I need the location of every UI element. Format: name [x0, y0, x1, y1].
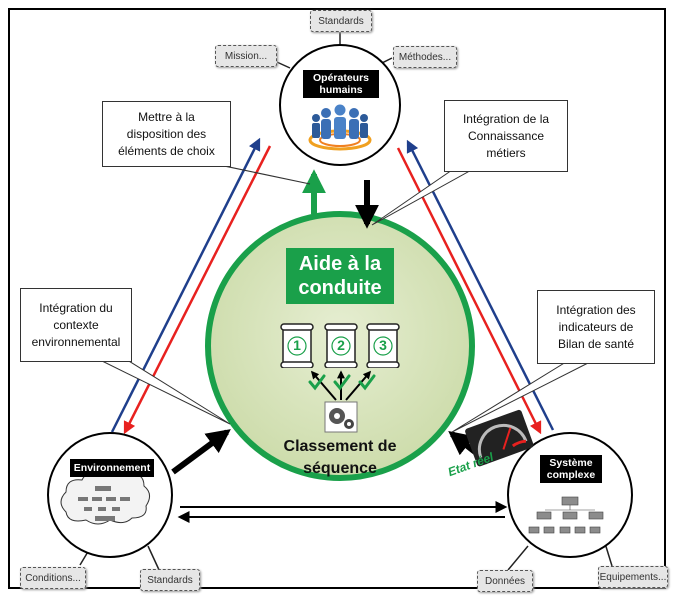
- system-label-line2: complexe: [546, 469, 596, 481]
- system-label: Système complexe: [540, 455, 602, 483]
- sequence-step-2: 2: [323, 322, 359, 369]
- check-icon: [333, 374, 351, 391]
- org-chart-icon: [528, 496, 604, 534]
- check-icon: [308, 374, 326, 391]
- title-line1: Aide à la: [298, 253, 382, 275]
- system-node-circle: [507, 432, 633, 558]
- sequence-step-3: 3: [365, 322, 401, 369]
- decision-support-title: Aide à la conduite: [286, 248, 394, 304]
- sequence-ranking-label: Classement de séquence: [270, 436, 410, 480]
- gears-icon: [324, 401, 358, 433]
- tag-methodes: Méthodes...: [393, 46, 457, 68]
- callout-line: Connaissance: [467, 128, 545, 143]
- operators-label-line1: Opérateurs: [312, 72, 370, 84]
- callout-line: Intégration des: [556, 302, 636, 317]
- tag-mission: Mission...: [215, 45, 277, 67]
- callout-line: contexte: [53, 317, 99, 332]
- callout-line: environnemental: [31, 334, 121, 349]
- tag-donnees: Données: [477, 570, 533, 592]
- callout-line: indicateurs de: [558, 319, 634, 334]
- checkmarks: [308, 374, 376, 391]
- system-label-line1: Système: [549, 457, 593, 469]
- ranking-line2: séquence: [303, 460, 377, 477]
- step-number: 3: [379, 337, 387, 353]
- ranking-line1: Classement de: [283, 438, 397, 455]
- tag-standards-bottom: Standards: [140, 569, 200, 591]
- environment-to-center-arrow: [171, 429, 231, 475]
- scroll-icon: [280, 323, 314, 369]
- blue-flow-line: [110, 137, 261, 433]
- sequence-step-1: 1: [279, 322, 315, 369]
- gauge-icon: [465, 409, 534, 467]
- title-line2: conduite: [298, 277, 382, 299]
- operators-label-line2: humains: [319, 84, 363, 96]
- callout-connaissance: Intégration de la Connaissance métiers: [444, 100, 568, 172]
- scroll-icon: [366, 323, 400, 369]
- callout-line: Intégration de la: [462, 111, 550, 126]
- tag-standards-top: Standards: [310, 10, 372, 32]
- environment-label: Environnement: [70, 459, 154, 477]
- callout-line: disposition des: [126, 126, 207, 141]
- callout-line: Mettre à la: [138, 109, 195, 124]
- callout-line: Bilan de santé: [557, 336, 635, 351]
- callout-contexte: Intégration du contexte environnemental: [20, 288, 132, 362]
- tag-equipements: Equipements...: [598, 566, 668, 588]
- tag-conditions: Conditions...: [20, 567, 86, 589]
- callout-pointer: [371, 167, 477, 226]
- callout-line: métiers: [486, 145, 526, 160]
- cloud-icon: [60, 468, 150, 525]
- check-icon: [358, 374, 376, 391]
- people-icon: [308, 104, 372, 151]
- operators-label: Opérateurs humains: [303, 70, 379, 98]
- callout-pointers: [95, 159, 591, 433]
- step-number: 2: [337, 337, 345, 353]
- callout-line: Intégration du: [39, 300, 113, 315]
- step-number: 1: [293, 337, 301, 353]
- callout-indicateurs: Intégration des indicateurs de Bilan de …: [537, 290, 655, 364]
- callout-mettre: Mettre à la disposition des éléments de …: [102, 101, 231, 167]
- callout-line: éléments de choix: [118, 143, 215, 158]
